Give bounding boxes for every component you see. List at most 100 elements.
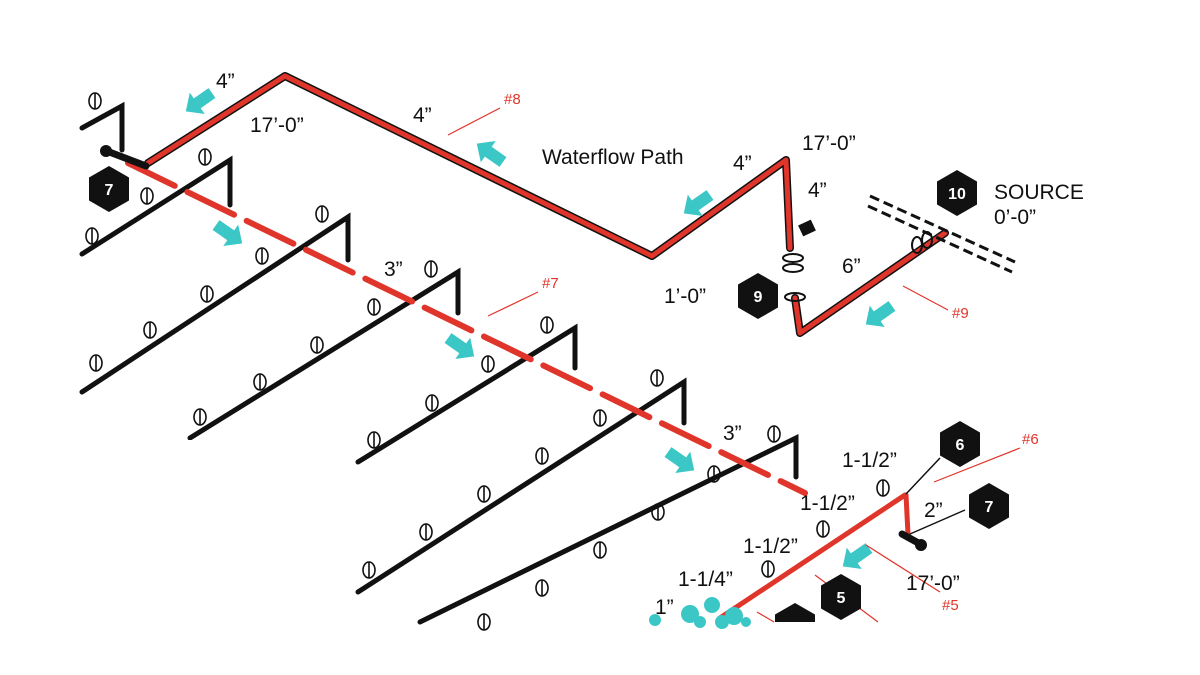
node-number: 7 bbox=[985, 499, 994, 516]
flow-arrow-icon bbox=[683, 190, 714, 216]
sprinkler-icon bbox=[200, 285, 214, 303]
ref-label: #6 bbox=[1022, 431, 1039, 448]
path-cross-main-3in bbox=[125, 160, 808, 496]
sprinkler-icon bbox=[540, 316, 554, 334]
node-marker-7: 7 bbox=[969, 483, 1009, 529]
flow-arrow-icon bbox=[865, 301, 896, 327]
ref-leader-8 bbox=[447, 107, 501, 136]
branch-line bbox=[187, 267, 461, 441]
sprinkler-spray-icon bbox=[649, 597, 751, 629]
pipe-size-label: 3” bbox=[723, 422, 742, 445]
ref-label: #5 bbox=[942, 597, 959, 614]
sprinkler-icon bbox=[255, 247, 269, 265]
sprinkler-icon bbox=[477, 613, 491, 631]
sprinkler-icon bbox=[140, 187, 154, 205]
sprinkler-icon bbox=[707, 465, 721, 483]
cap-8 bbox=[100, 145, 112, 157]
ref-leader-9 bbox=[902, 285, 949, 311]
sprinkler-icon bbox=[761, 560, 775, 578]
branch-line bbox=[355, 323, 578, 465]
sprinkler-icon bbox=[650, 369, 664, 387]
valve-icon bbox=[798, 219, 816, 237]
flow-arrow-icon bbox=[212, 220, 243, 246]
sprinkler-icon bbox=[198, 148, 212, 166]
flow-arrow-icon bbox=[444, 333, 475, 359]
source-elevation: 0’-0” bbox=[994, 206, 1036, 229]
pipe-size-label: 6” bbox=[842, 255, 861, 278]
node-marker-10: 10 bbox=[937, 170, 977, 216]
node-number: 7 bbox=[105, 182, 114, 199]
waterflow-path bbox=[125, 72, 949, 621]
node-marker-5: 5 bbox=[821, 574, 861, 620]
fittings bbox=[100, 145, 1016, 551]
sprinkler-heads bbox=[85, 92, 890, 631]
pipe-size-label: 1-1/4” bbox=[678, 568, 733, 591]
branch-line bbox=[79, 155, 233, 257]
node-number: 6 bbox=[956, 437, 965, 454]
sprinkler-icon bbox=[593, 541, 607, 559]
flow-arrow-icon bbox=[842, 543, 873, 569]
path-branch-2in bbox=[903, 492, 911, 537]
pipe-size-label: 4” bbox=[733, 152, 752, 175]
pipe-size-label: 3” bbox=[384, 258, 403, 281]
pipe-size-label: 2” bbox=[924, 499, 943, 522]
pipe-length-label: 17’-0” bbox=[802, 132, 856, 155]
sprinkler-icon bbox=[315, 205, 329, 223]
node-marker-9: 9 bbox=[738, 273, 778, 319]
check-valve-icon bbox=[782, 253, 806, 302]
sprinkler-icon bbox=[481, 355, 495, 373]
node-6-stem bbox=[905, 457, 941, 495]
sprinkler-icon bbox=[593, 409, 607, 427]
sprinkler-icon bbox=[193, 408, 207, 426]
source-main-dashed bbox=[867, 194, 1016, 274]
branch-line bbox=[79, 101, 125, 153]
node-number: 5 bbox=[837, 590, 846, 607]
flow-arrow-icon bbox=[185, 88, 216, 114]
sprinkler-icon bbox=[88, 92, 102, 110]
sprinkler-icon bbox=[253, 373, 267, 391]
pipe-size-label: 4” bbox=[808, 179, 827, 202]
pipe-size-label: 4” bbox=[413, 104, 432, 127]
path-main-4in-red bbox=[145, 73, 793, 259]
ref-label: #7 bbox=[542, 275, 559, 292]
pipe-size-label: 1-1/2” bbox=[842, 449, 897, 472]
sprinkler-icon bbox=[310, 336, 324, 354]
path-branch-1-5in bbox=[717, 492, 908, 621]
path-riser-red bbox=[792, 230, 948, 336]
ref-label: #9 bbox=[952, 305, 969, 322]
ref-label: #8 bbox=[504, 91, 521, 108]
sprinkler-icon bbox=[425, 394, 439, 412]
node-marker-6: 6 bbox=[940, 421, 980, 467]
sprinkler-icon bbox=[367, 431, 381, 449]
ref-leader-5c bbox=[756, 611, 775, 623]
ref-leader-7 bbox=[487, 291, 539, 317]
flow-arrow-icon bbox=[664, 447, 695, 473]
node-marker-cropped bbox=[775, 603, 815, 622]
sprinkler-icon bbox=[535, 579, 549, 597]
pipe-size-label: 1-1/2” bbox=[800, 492, 855, 515]
sprinkler-icon bbox=[535, 447, 549, 465]
node-marker-8: 7 bbox=[89, 166, 129, 212]
source-valve-icon bbox=[911, 231, 933, 254]
sprinkler-icon bbox=[767, 425, 781, 443]
flow-arrow-icon bbox=[476, 141, 507, 167]
cap-7 bbox=[915, 539, 927, 551]
sprinkler-icon bbox=[876, 479, 890, 497]
pipe-length-label: 17’-0” bbox=[250, 114, 304, 137]
sprinkler-icon bbox=[477, 485, 491, 503]
pipe-size-label: 4” bbox=[216, 70, 235, 93]
flow-arrows bbox=[185, 88, 896, 629]
node-markers: 7 9 10 6 7 5 bbox=[89, 166, 1009, 622]
sprinkler-icon bbox=[89, 354, 103, 372]
pipe-size-label: 1-1/2” bbox=[743, 535, 798, 558]
sprinkler-icon bbox=[362, 561, 376, 579]
node-7-stem bbox=[909, 509, 966, 535]
branch-lines-left bbox=[79, 101, 461, 441]
pipe-length-label: 1’-0” bbox=[664, 285, 706, 308]
pipe-size-label: 1” bbox=[655, 596, 674, 619]
ref-leader-6 bbox=[933, 447, 1021, 483]
branch-line bbox=[79, 212, 351, 395]
labels: Waterflow Path SOURCE 0’-0” 4” 4” 4” 4” … bbox=[216, 70, 1084, 619]
